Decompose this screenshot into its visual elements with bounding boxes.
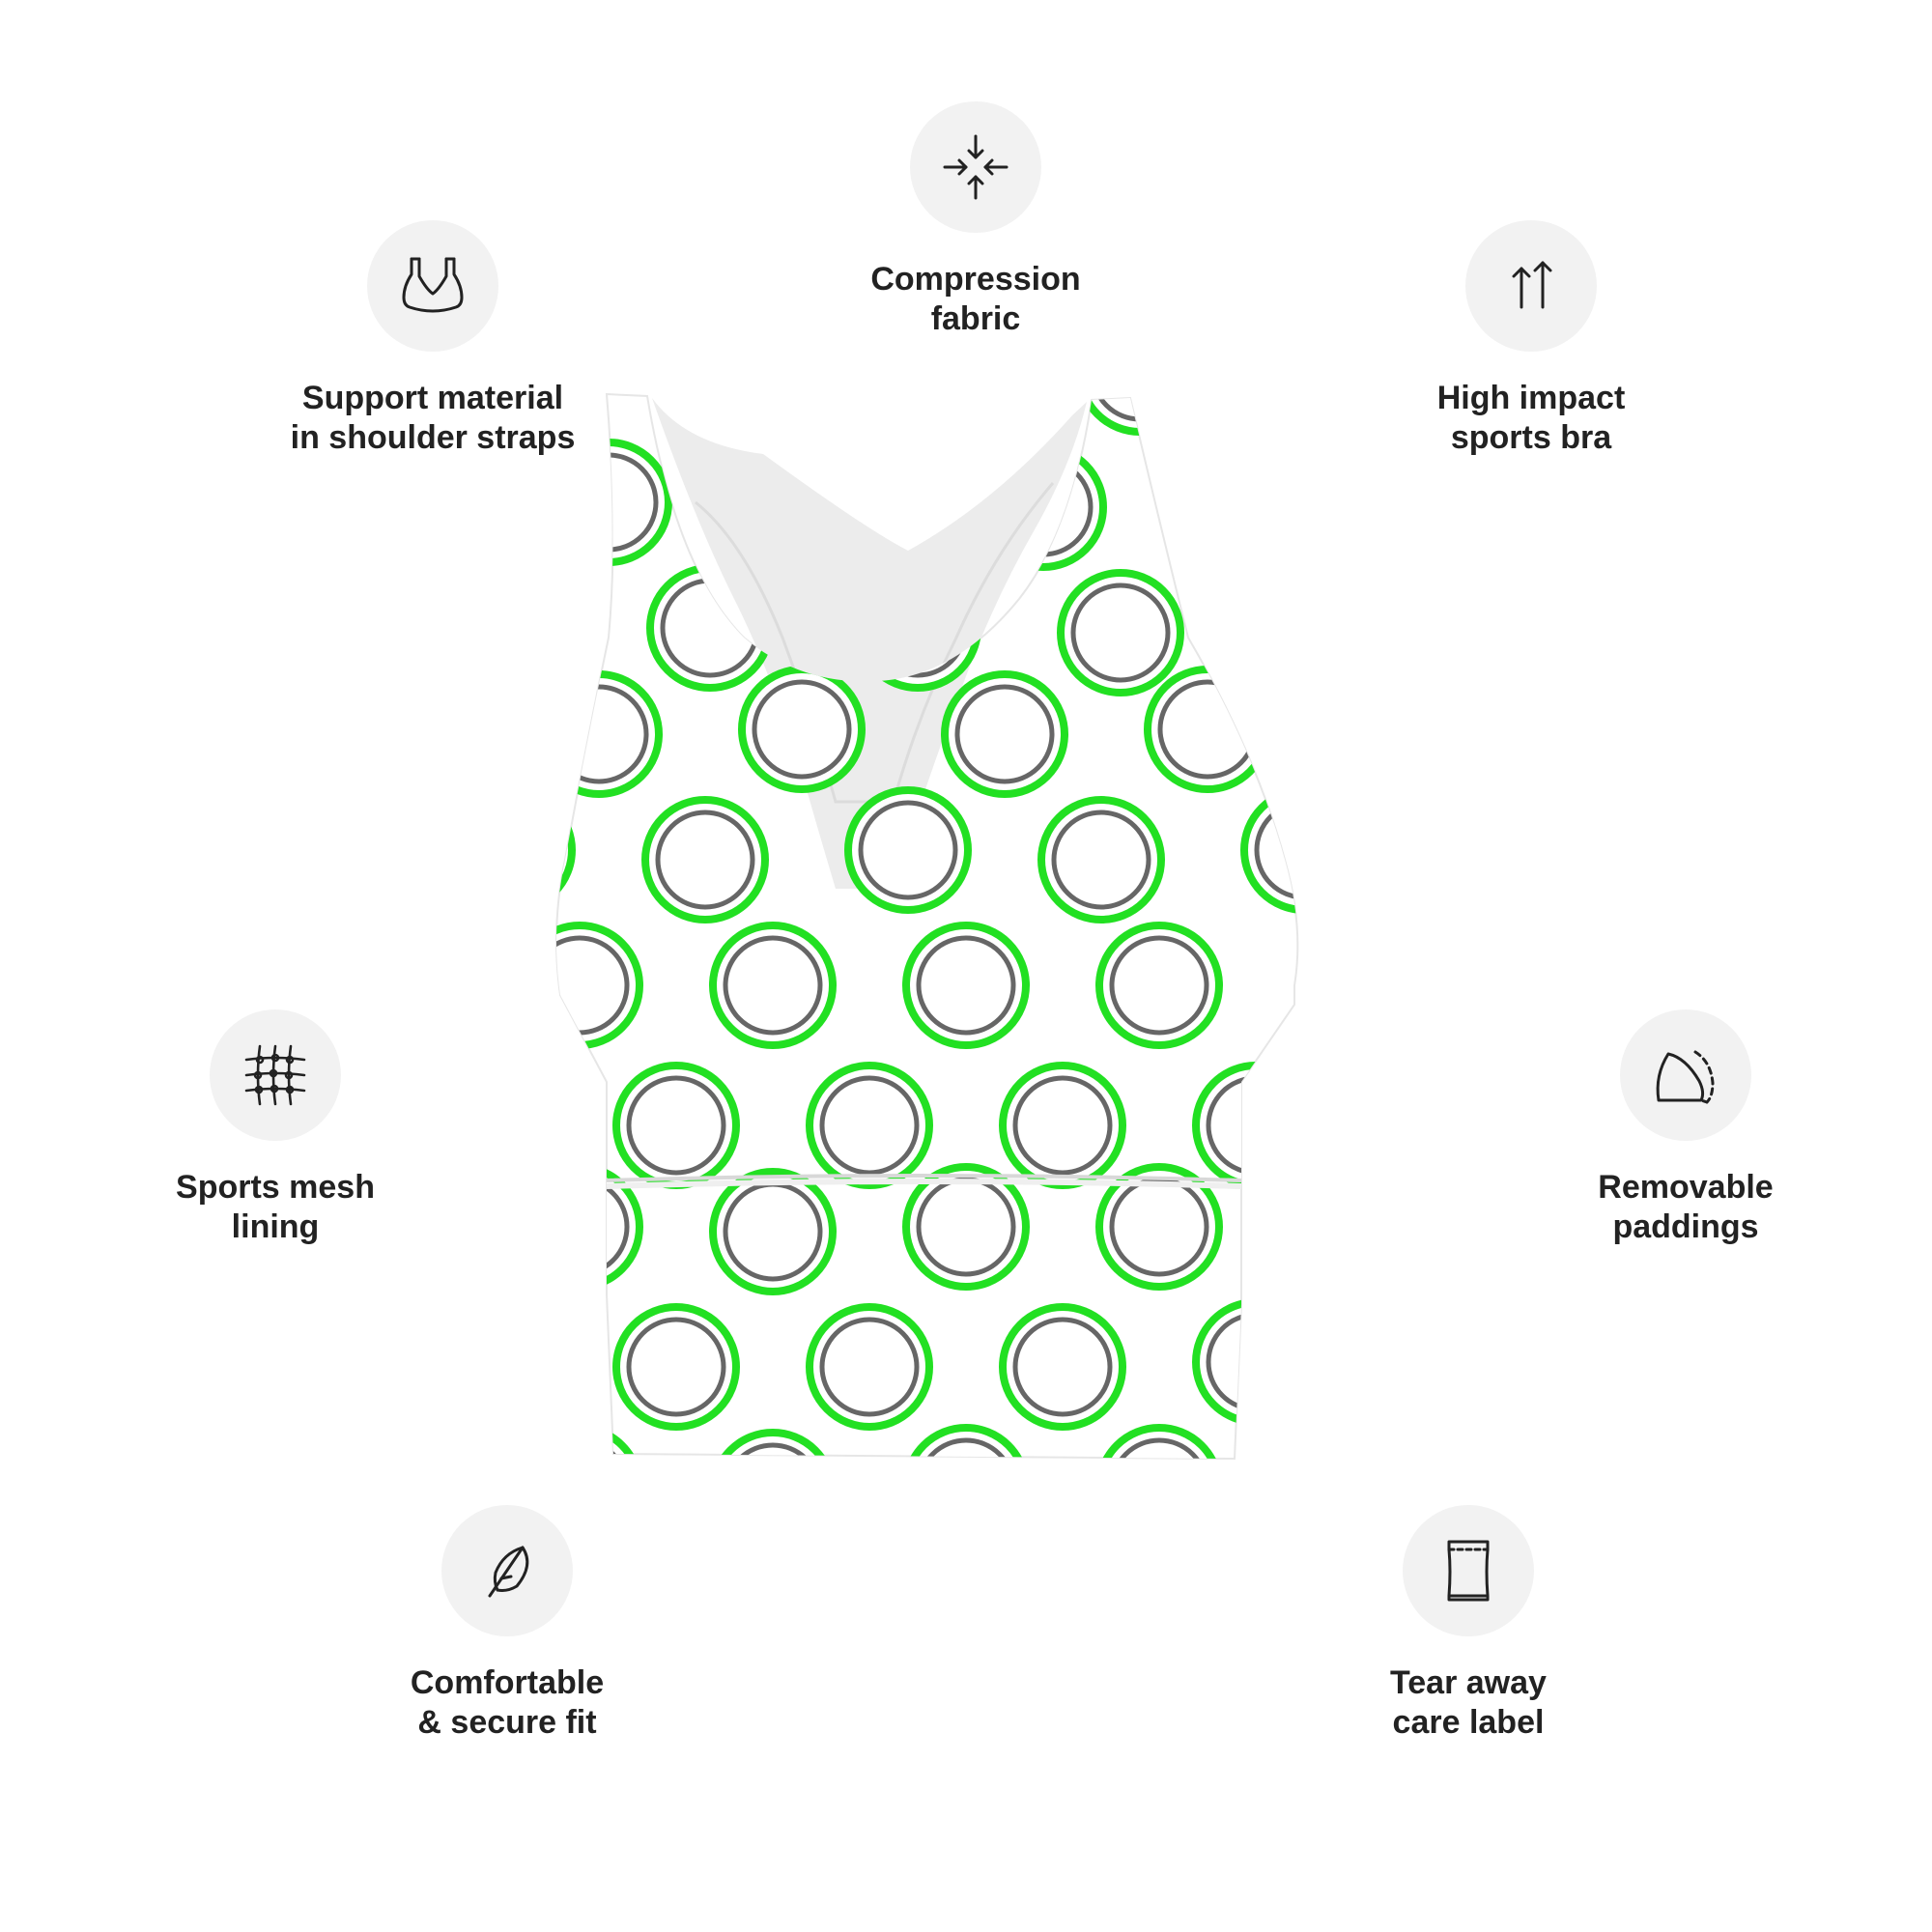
feature-label-paddings: Removable paddings xyxy=(1598,1169,1774,1245)
feature-care-label: Tear away care label xyxy=(1265,1505,1671,1743)
feature-compression: Compression fabric xyxy=(773,101,1179,339)
pattern-ring-inner xyxy=(819,1317,920,1417)
pattern-ring-outer xyxy=(1144,666,1271,793)
pattern-ring-outer xyxy=(1192,439,1298,566)
pattern-ring-outer xyxy=(844,786,972,914)
padding-cup-icon xyxy=(1620,1009,1751,1141)
feature-label-compression: Compression fabric xyxy=(870,261,1081,337)
feature-paddings: Removable paddings xyxy=(1483,1009,1889,1247)
pattern-ring-outer xyxy=(556,670,663,798)
pattern-ring-outer xyxy=(1095,1424,1223,1459)
compress-arrows-icon xyxy=(910,101,1041,233)
pattern-ring-inner xyxy=(858,800,958,900)
pattern-ring-outer xyxy=(612,1062,740,1189)
pattern-ring-inner xyxy=(626,1075,726,1176)
underband-seam xyxy=(606,1174,1242,1182)
pattern-ring-outer xyxy=(454,1302,543,1422)
pattern-ring-outer xyxy=(999,1303,1126,1431)
pattern-ring-inner xyxy=(454,1315,530,1409)
ring-pattern xyxy=(454,394,1298,1459)
care-label-icon xyxy=(1403,1505,1534,1636)
pattern-ring-inner xyxy=(752,679,852,780)
pattern-ring-outer xyxy=(902,1163,1030,1291)
pattern-ring-outer xyxy=(893,394,1020,431)
sports-bra-product-image xyxy=(454,392,1299,1461)
feature-high-impact: High impact sports bra xyxy=(1328,220,1734,458)
pattern-ring-outer xyxy=(738,666,866,793)
pattern-ring-inner xyxy=(556,394,591,417)
feature-label-support: Support material in shoulder straps xyxy=(290,380,576,456)
pattern-ring-outer xyxy=(1057,569,1184,696)
pattern-ring-outer xyxy=(999,1062,1126,1189)
pattern-ring-inner xyxy=(454,1073,530,1168)
pattern-ring-inner xyxy=(684,394,784,427)
pattern-ring-outer xyxy=(709,1429,837,1459)
pattern-ring-inner xyxy=(655,810,755,910)
pattern-ring-inner xyxy=(556,684,649,784)
pattern-ring-outer xyxy=(941,670,1068,798)
feature-label-mesh: Sports mesh lining xyxy=(176,1169,375,1245)
pattern-ring-inner xyxy=(626,1317,726,1417)
pattern-ring-inner xyxy=(916,1437,1016,1459)
pattern-ring-inner xyxy=(556,578,562,678)
feature-label-care-label: Tear away care label xyxy=(1390,1664,1547,1741)
bra-back-lining xyxy=(652,398,1087,889)
bra-back-shadow xyxy=(695,482,1055,804)
pattern-ring-inner xyxy=(819,1075,920,1176)
pattern-ring-inner xyxy=(1012,1075,1113,1176)
pattern-ring-outer xyxy=(556,439,672,566)
pattern-ring-outer xyxy=(1192,1062,1298,1189)
feature-fit: Comfortable & secure fit xyxy=(304,1505,710,1743)
pattern-ring-outer xyxy=(902,922,1030,1049)
pattern-ring-outer xyxy=(670,394,798,440)
up-arrows-icon xyxy=(1465,220,1597,352)
pattern-ring-inner xyxy=(916,935,1016,1036)
underband-seam-shadow xyxy=(606,1179,1242,1189)
pattern-ring-inner xyxy=(723,1442,823,1459)
pattern-ring-inner xyxy=(954,684,1055,784)
feature-support: Support material in shoulder straps xyxy=(230,220,636,458)
pattern-ring-inner xyxy=(906,394,1007,417)
pattern-ring-inner xyxy=(1070,582,1171,683)
pattern-ring-inner xyxy=(1254,800,1298,900)
pattern-ring-inner xyxy=(1109,935,1209,1036)
pattern-ring-outer xyxy=(612,1303,740,1431)
mesh-net-icon xyxy=(210,1009,341,1141)
pattern-ring-outer xyxy=(1240,786,1298,914)
pattern-ring-outer xyxy=(454,1061,543,1180)
pattern-ring-outer xyxy=(556,564,576,692)
pattern-ring-outer xyxy=(709,922,837,1049)
pattern-ring-inner xyxy=(1206,452,1298,553)
pattern-ring-outer xyxy=(1095,1163,1223,1291)
pattern-ring-outer xyxy=(556,786,576,914)
pattern-ring-outer xyxy=(1095,922,1223,1049)
pattern-ring-outer xyxy=(641,796,769,923)
pattern-ring-outer xyxy=(1037,796,1165,923)
pattern-ring-outer xyxy=(806,1303,933,1431)
pattern-ring-inner xyxy=(1051,810,1151,910)
pattern-ring-outer xyxy=(556,922,643,1049)
feather-icon xyxy=(441,1505,573,1636)
sports-bra-icon xyxy=(367,220,498,352)
pattern-ring-outer xyxy=(806,1062,933,1189)
feature-label-high-impact: High impact sports bra xyxy=(1436,380,1626,456)
feature-mesh: Sports mesh lining xyxy=(72,1009,478,1247)
pattern-ring-inner xyxy=(556,800,562,900)
pattern-ring-outer xyxy=(556,394,605,431)
pattern-ring-inner xyxy=(723,935,823,1036)
pattern-ring-outer xyxy=(1192,1298,1298,1426)
pattern-ring-outer xyxy=(709,1168,837,1295)
pattern-ring-inner xyxy=(1012,1317,1113,1417)
feature-label-fit: Comfortable & secure fit xyxy=(410,1664,605,1741)
pattern-ring-inner xyxy=(1109,1437,1209,1459)
